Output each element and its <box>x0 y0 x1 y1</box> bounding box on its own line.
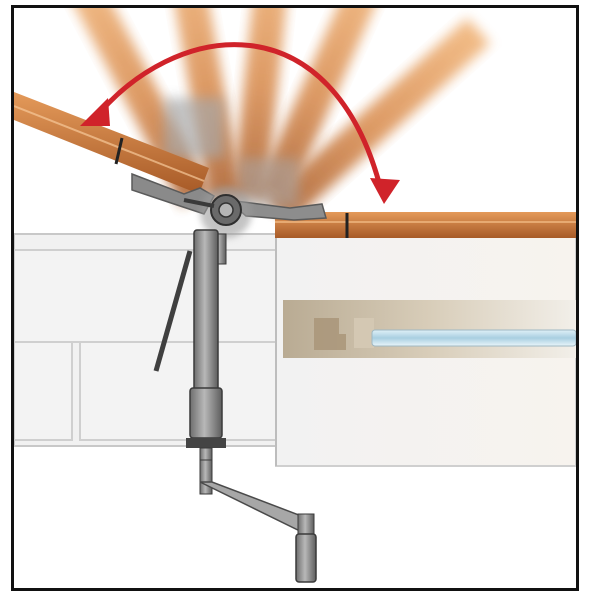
wall-structure <box>14 233 576 467</box>
crank-handle-icon <box>199 459 317 583</box>
pivot-hinge-icon <box>183 186 252 238</box>
window-frame-profile <box>283 300 576 358</box>
sash-closed <box>225 198 576 238</box>
double-headed-curved-arrow-icon <box>80 42 400 204</box>
skylight-opener-illustration <box>14 8 576 583</box>
glass-pane <box>371 329 576 347</box>
diagram-frame <box>11 5 579 591</box>
operator-mechanism <box>153 229 227 461</box>
sash-motion-blur <box>63 8 491 225</box>
